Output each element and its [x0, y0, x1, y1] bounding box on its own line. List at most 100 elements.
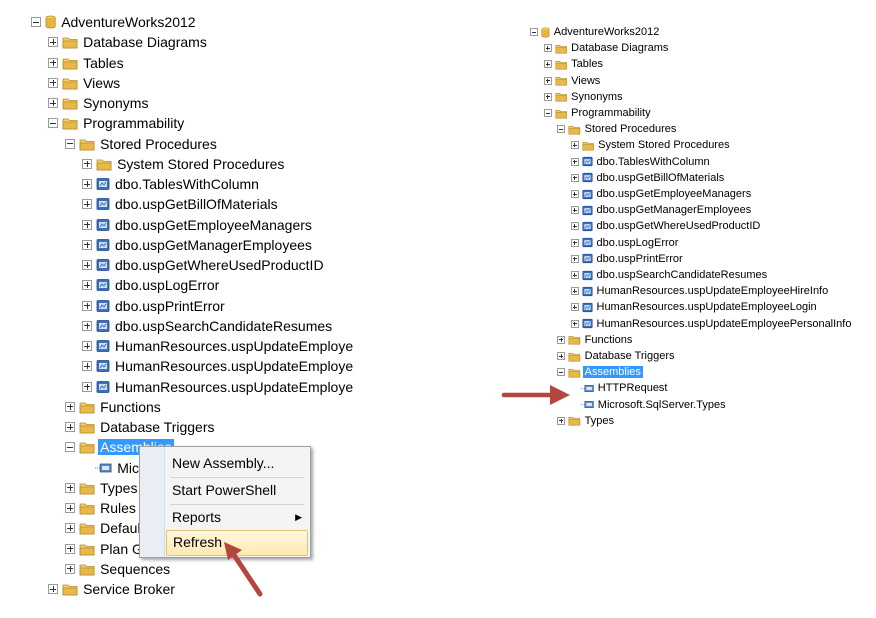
tree-item[interactable]: AdventureWorks2012	[530, 24, 661, 40]
collapse-toggle-icon[interactable]	[557, 125, 565, 134]
tree-item[interactable]: dbo.uspGetEmployeeManagers	[82, 215, 314, 235]
tree-item[interactable]: HTTPRequest	[571, 380, 670, 396]
expand-toggle-icon[interactable]	[570, 271, 579, 280]
tree-item[interactable]: System Stored Procedures	[82, 154, 286, 174]
menu-item-reports[interactable]: Reports▶	[166, 505, 308, 529]
tree-item[interactable]: System Stored Procedures	[570, 137, 732, 153]
tree-item[interactable]: Database Diagrams	[543, 40, 671, 56]
expand-toggle-icon[interactable]	[570, 206, 579, 215]
tree-item[interactable]: HumanResources.uspUpdateEmployeeHireInfo	[570, 283, 831, 299]
tree-item[interactable]: Functions	[65, 397, 163, 417]
expand-toggle-icon[interactable]	[48, 98, 58, 108]
expand-toggle-icon[interactable]	[543, 76, 552, 85]
expand-toggle-icon[interactable]	[82, 300, 92, 311]
tree-item[interactable]: dbo.TablesWithColumn	[570, 154, 712, 170]
tree-item[interactable]: dbo.uspGetWhereUsedProductID	[82, 255, 326, 275]
collapse-toggle-icon[interactable]	[65, 138, 75, 149]
tree-item[interactable]: Views	[543, 73, 603, 89]
expand-toggle-icon[interactable]	[557, 335, 565, 344]
tree-item[interactable]: Stored Procedures	[65, 134, 219, 154]
expand-toggle-icon[interactable]	[570, 222, 579, 231]
tree-item[interactable]: Database Triggers	[65, 417, 217, 437]
tree-item[interactable]: Tables	[543, 56, 605, 72]
tree-item[interactable]: Rules	[65, 498, 138, 518]
expand-toggle-icon[interactable]	[543, 60, 552, 69]
tree-item[interactable]: Views	[48, 73, 122, 93]
expand-toggle-icon[interactable]	[82, 179, 92, 189]
tree-item[interactable]: dbo.uspLogError	[82, 275, 221, 295]
tree-item[interactable]: dbo.uspGetBillOfMaterials	[570, 170, 727, 186]
expand-toggle-icon[interactable]	[82, 239, 92, 250]
tree-item[interactable]: Database Diagrams	[48, 32, 209, 52]
tree-item[interactable]: Synonyms	[543, 89, 625, 105]
tree-item[interactable]: Programmability	[543, 105, 653, 121]
tree-item[interactable]: HumanResources.uspUpdateEmployeePersonal…	[570, 316, 854, 332]
collapse-toggle-icon[interactable]	[530, 28, 538, 37]
tree-item[interactable]: dbo.TablesWithColumn	[82, 174, 261, 194]
expand-toggle-icon[interactable]	[82, 381, 92, 392]
tree-item[interactable]: Defaul	[65, 518, 143, 538]
tree-item[interactable]: Microsoft.SqlServer.Types	[571, 397, 728, 413]
menu-item-new-assembly[interactable]: New Assembly...	[166, 451, 308, 475]
expand-toggle-icon[interactable]	[82, 320, 92, 331]
collapse-toggle-icon[interactable]	[48, 118, 58, 129]
expand-toggle-icon[interactable]	[82, 280, 92, 291]
expand-toggle-icon[interactable]	[570, 303, 579, 312]
tree-item[interactable]: HumanResources.uspUpdateEmploye	[82, 356, 355, 376]
menu-item-start-powershell[interactable]: Start PowerShell	[166, 478, 308, 502]
expand-toggle-icon[interactable]	[82, 158, 92, 169]
tree-item[interactable]: Tables	[48, 53, 126, 73]
tree-item[interactable]: dbo.uspSearchCandidateResumes	[570, 267, 770, 283]
expand-toggle-icon[interactable]	[557, 352, 565, 361]
tree-item[interactable]: Database Triggers	[557, 348, 677, 364]
collapse-toggle-icon[interactable]	[65, 442, 75, 453]
expand-toggle-icon[interactable]	[82, 199, 92, 210]
tree-item[interactable]: dbo.uspPrintError	[570, 251, 685, 267]
expand-toggle-icon[interactable]	[48, 77, 58, 88]
expand-toggle-icon[interactable]	[65, 543, 75, 554]
expand-toggle-icon[interactable]	[570, 254, 579, 263]
tree-item[interactable]: dbo.uspLogError	[570, 235, 681, 251]
tree-item[interactable]: dbo.uspSearchCandidateResumes	[82, 316, 334, 336]
expand-toggle-icon[interactable]	[65, 422, 75, 432]
tree-item[interactable]: HumanResources.uspUpdateEmploye	[82, 336, 355, 356]
expand-toggle-icon[interactable]	[570, 173, 579, 182]
expand-toggle-icon[interactable]	[557, 416, 565, 425]
expand-toggle-icon[interactable]	[570, 141, 579, 150]
expand-toggle-icon[interactable]	[65, 563, 75, 574]
tree-item[interactable]: Programmability	[48, 113, 186, 133]
tree-item[interactable]: HumanResources.uspUpdateEmployeeLogin	[570, 299, 819, 315]
expand-toggle-icon[interactable]	[82, 341, 92, 351]
expand-toggle-icon[interactable]	[570, 319, 579, 328]
expand-toggle-icon[interactable]	[65, 401, 75, 412]
collapse-toggle-icon[interactable]	[31, 17, 41, 27]
collapse-toggle-icon[interactable]	[543, 109, 552, 118]
tree-item[interactable]: HumanResources.uspUpdateEmploye	[82, 377, 355, 397]
tree-item[interactable]: Stored Procedures	[557, 121, 678, 137]
expand-toggle-icon[interactable]	[570, 238, 579, 247]
tree-item[interactable]: Service Broker	[48, 579, 177, 599]
tree-item[interactable]: dbo.uspGetEmployeeManagers	[570, 186, 754, 202]
expand-toggle-icon[interactable]	[543, 44, 552, 53]
expand-toggle-icon[interactable]	[65, 482, 75, 493]
tree-item[interactable]: Synonyms	[48, 93, 150, 113]
tree-item[interactable]: dbo.uspPrintError	[82, 296, 227, 316]
tree-item[interactable]: dbo.uspGetManagerEmployees	[570, 202, 754, 218]
tree-item[interactable]: AdventureWorks2012	[31, 12, 198, 32]
tree-item[interactable]: dbo.uspGetManagerEmployees	[82, 235, 314, 255]
expand-toggle-icon[interactable]	[570, 287, 579, 296]
tree-item[interactable]: dbo.uspGetBillOfMaterials	[82, 194, 280, 214]
expand-toggle-icon[interactable]	[48, 37, 58, 48]
tree-item[interactable]: Types	[65, 478, 139, 498]
expand-toggle-icon[interactable]	[82, 219, 92, 230]
tree-item[interactable]: Mic	[82, 458, 141, 478]
tree-item[interactable]: Types	[557, 413, 616, 429]
tree-item[interactable]: Functions	[557, 332, 634, 348]
tree-item[interactable]: Assemblies	[557, 364, 643, 380]
expand-toggle-icon[interactable]	[48, 57, 58, 68]
tree-item[interactable]: dbo.uspGetWhereUsedProductID	[570, 218, 763, 234]
expand-toggle-icon[interactable]	[82, 361, 92, 372]
expand-toggle-icon[interactable]	[570, 157, 579, 166]
expand-toggle-icon[interactable]	[543, 92, 552, 101]
expand-toggle-icon[interactable]	[82, 260, 92, 270]
